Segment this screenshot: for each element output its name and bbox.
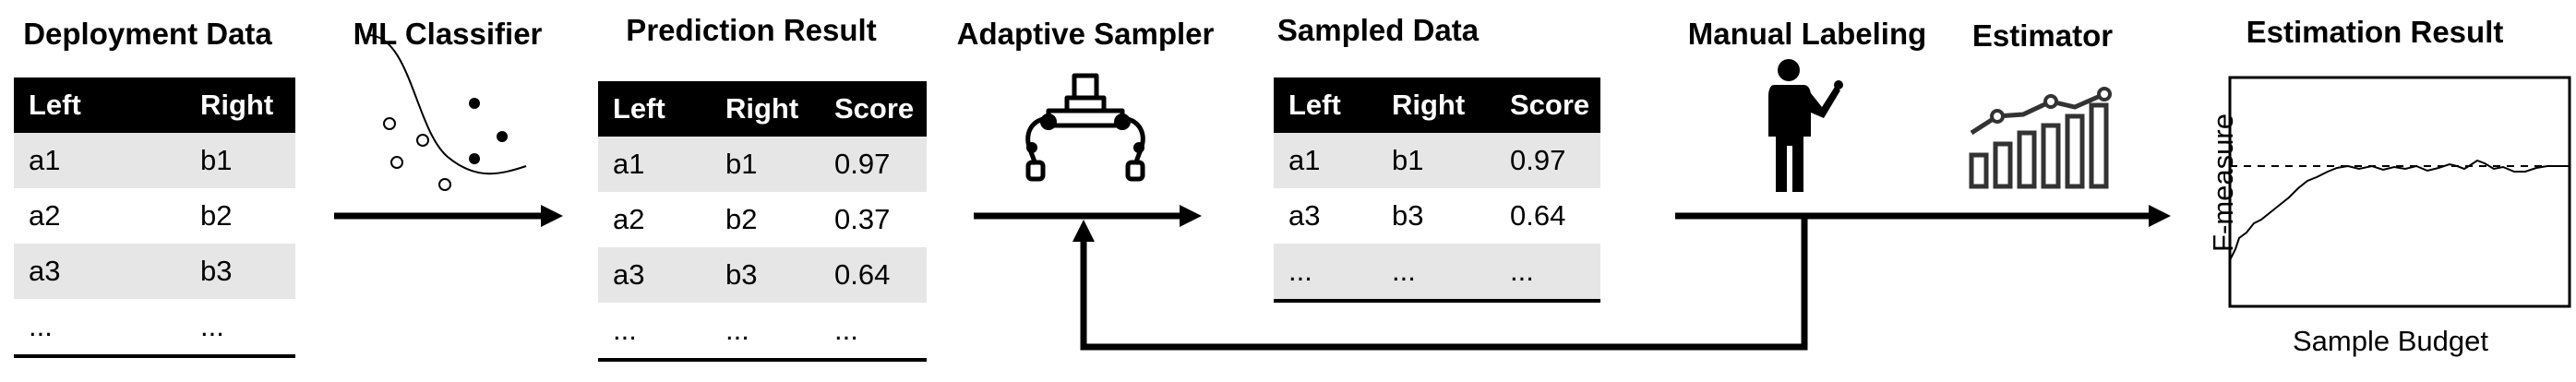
table-cell: 0.37	[820, 192, 927, 247]
table-cell: 0.97	[1495, 133, 1600, 188]
table-cell: ...	[820, 303, 927, 360]
person-pointing-icon	[1768, 59, 1843, 192]
table-cell: ...	[14, 299, 186, 356]
f-measure-curve	[2229, 159, 2570, 261]
table-cell: ...	[1495, 244, 1600, 301]
table-cell: ...	[186, 299, 295, 356]
table-cell: b1	[186, 133, 295, 188]
table-cell: b3	[1377, 188, 1495, 244]
column-header: Left	[598, 81, 711, 137]
table-row: a1 b1 0.97	[598, 137, 927, 192]
table-cell: a3	[598, 247, 711, 303]
table-cell: b2	[186, 188, 295, 244]
table-row: a2 b2	[14, 188, 295, 244]
table-cell: 0.64	[820, 247, 927, 303]
table-row: a3 b3	[14, 244, 295, 299]
y-axis-label: F-measure	[2207, 113, 2239, 252]
arrow-prediction-to-sampled	[974, 205, 1202, 227]
column-header: Left	[14, 78, 186, 133]
scatter-classifier-icon	[368, 34, 527, 191]
table-cell: ...	[1377, 244, 1495, 301]
deployment-data-title: Deployment Data	[23, 17, 272, 51]
table-cell: 0.97	[820, 137, 927, 192]
deployment-data-table: Left Right a1 b1 a2 b2 a3 b3 ... ...	[14, 78, 295, 358]
table-cell: a1	[598, 137, 711, 192]
table-cell: b3	[711, 247, 820, 303]
table-cell: a2	[14, 188, 186, 244]
table-cell: a1	[1274, 133, 1377, 188]
bar-line-growth-icon	[1969, 87, 2112, 189]
feedback-loop-arrow	[1072, 216, 1808, 351]
table-cell: ...	[598, 303, 711, 360]
sampled-data-title: Sampled Data	[1276, 13, 1480, 47]
plot-frame	[2228, 76, 2571, 308]
table-cell: b1	[1377, 133, 1495, 188]
adaptive-sampler-title: Adaptive Sampler	[956, 17, 1215, 51]
table-cell: 0.64	[1495, 188, 1600, 244]
estimator-title: Estimator	[1971, 18, 2114, 53]
table-cell: a3	[1274, 188, 1377, 244]
table-row: a2 b2 0.37	[598, 192, 927, 247]
table-cell: b2	[711, 192, 820, 247]
table-row: ... ...	[14, 299, 295, 356]
table-row: ... ... ...	[598, 303, 927, 360]
column-header: Left	[1274, 78, 1377, 133]
arrow-labeling-to-estimation	[1675, 205, 2171, 227]
ml-classifier-title: ML Classifier	[353, 17, 543, 51]
column-header: Right	[1377, 78, 1495, 133]
table-cell: b1	[711, 137, 820, 192]
table-cell: a3	[14, 244, 186, 299]
table-row: ... ... ...	[1274, 244, 1600, 301]
table-cell: b3	[186, 244, 295, 299]
table-cell: ...	[711, 303, 820, 360]
table-cell: ...	[1274, 244, 1377, 301]
table-cell: a2	[598, 192, 711, 247]
table-row: a3 b3 0.64	[598, 247, 927, 303]
manual-labeling-title: Manual Labeling	[1687, 17, 1927, 51]
x-axis-label: Sample Budget	[2293, 325, 2488, 357]
robot-gripper-icon	[1025, 73, 1145, 182]
table-row: a1 b1	[14, 133, 295, 188]
sampled-data-table: Left Right Score a1 b1 0.97 a3 b3 0.64 .…	[1274, 78, 1600, 303]
table-cell: a1	[14, 133, 186, 188]
arrow-classifier-to-prediction	[334, 205, 563, 227]
column-header: Score	[1495, 78, 1600, 133]
estimation-plot	[2228, 76, 2571, 308]
column-header: Score	[820, 81, 927, 137]
prediction-result-table: Left Right Score a1 b1 0.97 a2 b2 0.37 a…	[598, 81, 927, 362]
column-header: Right	[186, 78, 295, 133]
table-row: a1 b1 0.97	[1274, 133, 1600, 188]
column-header: Right	[711, 81, 820, 137]
table-row: a3 b3 0.64	[1274, 188, 1600, 244]
prediction-result-title: Prediction Result	[626, 13, 877, 47]
estimation-result-title: Estimation Result	[2246, 15, 2504, 49]
